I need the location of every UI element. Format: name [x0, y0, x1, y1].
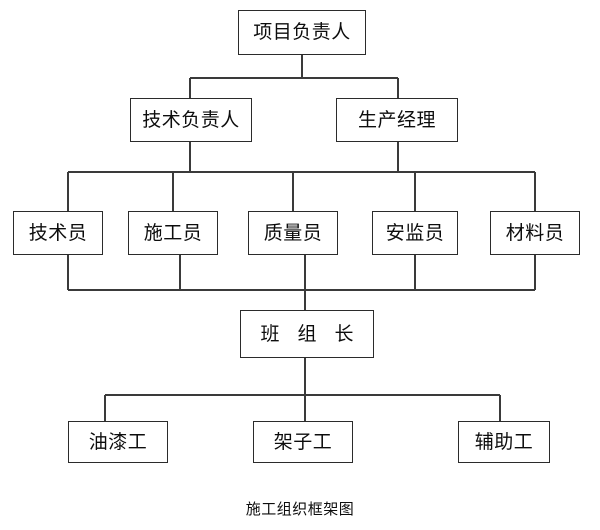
node-box-n5[interactable]: 施工员 [128, 211, 218, 255]
node-label-n6: 质量员 [263, 221, 323, 244]
node-label-n11: 架子工 [273, 430, 333, 453]
node-label-n10: 油漆工 [88, 430, 148, 453]
node-box-n3[interactable]: 生产经理 [336, 98, 458, 142]
node-label-n9: 班 组 长 [260, 322, 360, 345]
node-label-n2: 技术负责人 [142, 108, 240, 131]
node-box-n7[interactable]: 安监员 [372, 211, 458, 255]
node-label-n1: 项目负责人 [253, 21, 351, 43]
node-box-n1[interactable]: 项目负责人 [238, 10, 366, 55]
node-box-n4[interactable]: 技术员 [13, 211, 103, 255]
node-label-n12: 辅助工 [474, 430, 534, 453]
node-box-n6[interactable]: 质量员 [248, 211, 338, 255]
node-box-n10[interactable]: 油漆工 [68, 421, 168, 463]
node-box-n8[interactable]: 材料员 [490, 211, 580, 255]
diagram-caption: 施工组织框架图 [245, 500, 355, 518]
node-label-n3: 生产经理 [357, 108, 436, 131]
node-box-n9[interactable]: 班 组 长 [240, 310, 374, 358]
node-box-n12[interactable]: 辅助工 [458, 421, 550, 463]
node-label-n5: 施工员 [143, 221, 203, 244]
node-label-n8: 材料员 [505, 221, 565, 244]
node-box-n11[interactable]: 架子工 [253, 421, 353, 463]
node-box-n2[interactable]: 技术负责人 [130, 98, 252, 142]
node-label-n4: 技术员 [28, 221, 88, 244]
node-label-n7: 安监员 [385, 221, 445, 244]
